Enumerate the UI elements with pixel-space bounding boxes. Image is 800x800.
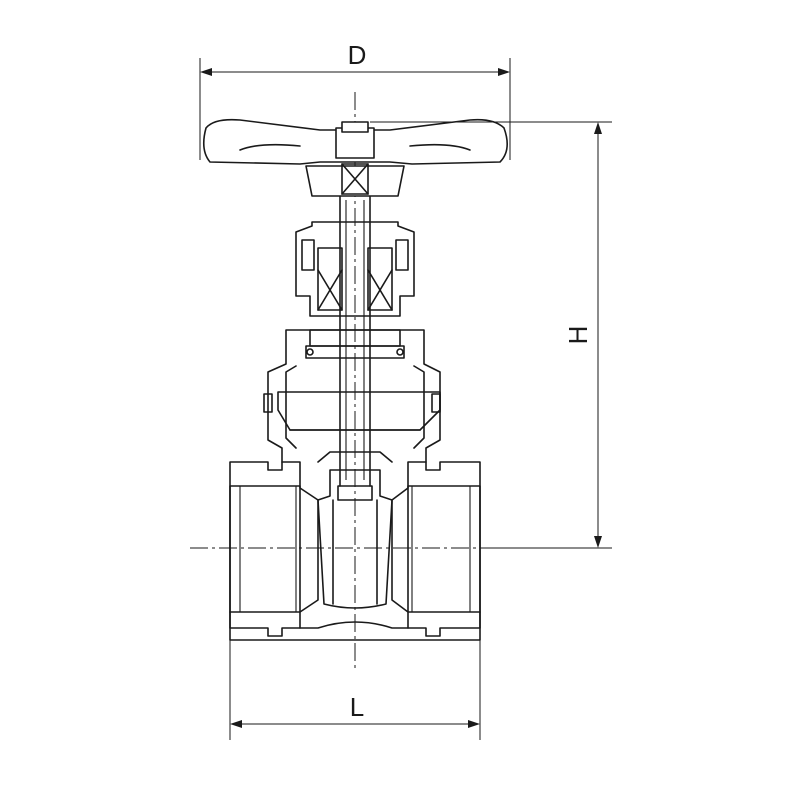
handwheel: [202, 118, 508, 197]
valve-stem: [339, 191, 371, 487]
dimension-label-d: D: [348, 40, 367, 70]
valve-body: [229, 461, 481, 641]
dimension-l: L: [229, 640, 481, 740]
valve-bonnet: [263, 329, 441, 463]
dimension-d: D: [199, 40, 511, 160]
gland-packing: [295, 221, 415, 317]
dimension-label-l: L: [350, 692, 364, 722]
dimension-h: H: [370, 121, 612, 549]
dimension-label-h: H: [563, 326, 593, 345]
